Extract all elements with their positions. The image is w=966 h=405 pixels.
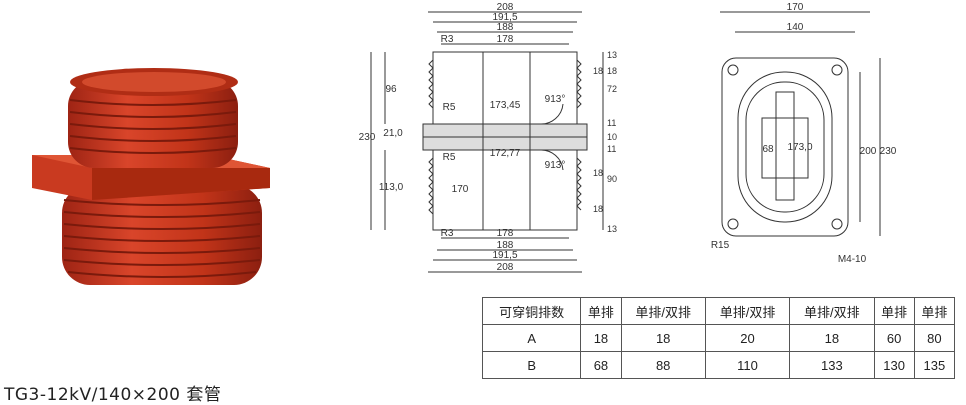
dim-right-8: 90	[607, 174, 617, 184]
dim-right-6: 11	[607, 144, 616, 154]
bushing-photo	[32, 68, 270, 285]
dim-left-113: 113,0	[379, 182, 404, 193]
label-r3-bottom: R3	[441, 228, 454, 239]
dim-right-9: 18	[593, 204, 603, 214]
product-caption: TG3-12kV/140×200 套管	[4, 385, 222, 405]
table-cell: 18	[620, 324, 706, 352]
table-row: A 18 18 20 18 60 80	[481, 324, 956, 352]
header-cell: 单排/双排	[620, 297, 706, 325]
dim-140: 140	[787, 22, 804, 33]
dim-173: 173,0	[787, 142, 812, 153]
top-view-drawing: 170 140 200 230 173,0 68 R15 M4-10	[711, 2, 897, 265]
header-cell: 单排	[873, 297, 915, 325]
dim-right-0: 13	[607, 50, 617, 60]
label-m4: M4-10	[838, 254, 867, 265]
dim-right-1: 18	[607, 66, 617, 76]
upper-ribs	[68, 80, 238, 168]
label-angle-top: 913°	[545, 94, 566, 105]
header-cell: 单排/双排	[789, 297, 875, 325]
dim-172: 172,77	[490, 148, 521, 159]
table-cell: 135	[913, 351, 956, 379]
dim-170: 170	[452, 184, 469, 195]
header-cell: 单排/双排	[704, 297, 791, 325]
dim-left-21: 21,0	[383, 128, 403, 139]
lower-ribs	[62, 185, 262, 285]
header-cell: 单排	[580, 297, 622, 325]
dim-bottom-178: 178	[497, 228, 514, 239]
dim-left-96: 96	[385, 84, 397, 95]
dim-right-7: 18	[593, 168, 603, 178]
table-cell: 110	[704, 351, 791, 379]
label-r5-top: R5	[443, 102, 456, 113]
table-cell: 80	[913, 324, 956, 352]
label-r3-top: R3	[441, 34, 454, 45]
dim-right-10: 13	[607, 224, 617, 234]
dim-230: 230	[880, 146, 897, 157]
table-cell: 133	[789, 351, 875, 379]
table-cell: 60	[873, 324, 915, 352]
busbar-spec-table: 可穿铜排数 单排 单排/双排 单排/双排 单排/双排 单排 单排 A 18 18…	[481, 297, 956, 379]
table-row: B 68 88 110 133 130 135	[481, 351, 956, 379]
table-cell: 88	[620, 351, 706, 379]
dim-bottom-188: 188	[497, 240, 514, 251]
table-cell: 68	[580, 351, 622, 379]
dim-right-5: 10	[607, 132, 617, 142]
dim-right-3: 72	[607, 84, 617, 94]
dim-68: 68	[762, 144, 774, 155]
table-cell: 18	[789, 324, 875, 352]
dim-left-230: 230	[359, 132, 376, 143]
dim-right-2: 18	[593, 66, 603, 76]
dim-200: 200	[860, 146, 877, 157]
dim-top-178: 178	[497, 34, 514, 45]
dim-right-4: 11	[607, 118, 616, 128]
label-r5-bottom: R5	[443, 152, 456, 163]
table-cell: B	[481, 351, 582, 379]
table-cell: 20	[704, 324, 791, 352]
table-header-row: 可穿铜排数 单排 单排/双排 单排/双排 单排/双排 单排 单排	[481, 297, 956, 325]
dim-top-188: 188	[497, 22, 514, 33]
side-section-drawing: 208 191,5 188 178 178 188 191,5 208 173,…	[359, 2, 617, 273]
dim-top-208: 208	[497, 2, 514, 13]
label-r15: R15	[711, 240, 730, 251]
dim-bottom-191: 191,5	[492, 250, 517, 261]
dim-bottom-208: 208	[497, 262, 514, 273]
dim-170: 170	[787, 2, 804, 13]
table-cell: 18	[580, 324, 622, 352]
header-cell: 单排	[913, 297, 956, 325]
table-cell: 130	[873, 351, 915, 379]
header-cell: 可穿铜排数	[481, 297, 582, 325]
dim-top-191: 191,5	[492, 12, 517, 23]
label-angle-bottom: 913°	[545, 160, 566, 171]
table-cell: A	[481, 324, 582, 352]
dim-173: 173,45	[490, 100, 521, 111]
